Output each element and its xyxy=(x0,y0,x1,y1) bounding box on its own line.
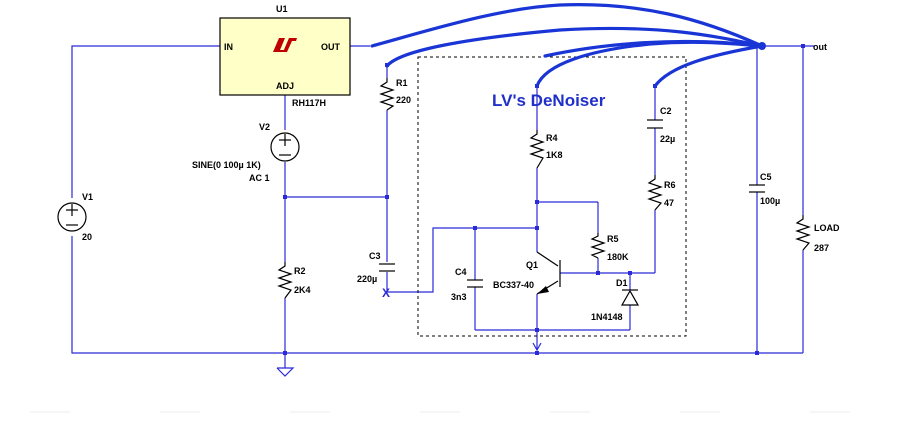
source-v1: V1 20 xyxy=(57,192,93,242)
v2-value2: AC 1 xyxy=(249,173,270,183)
diode-d1: D1 1N4148 xyxy=(591,278,640,322)
denoiser-title: LV's DeNoiser xyxy=(492,91,606,110)
u1-part: RH117H xyxy=(292,98,326,108)
c4-value: 3n3 xyxy=(451,292,467,302)
resistor-r4: R4 1K8 xyxy=(529,130,563,169)
v1-value: 20 xyxy=(82,232,92,242)
u1-pin-adj: ADJ xyxy=(276,81,294,91)
c3-value: 220µ xyxy=(357,274,377,284)
load-value: 287 xyxy=(814,243,829,253)
source-v2: V2 SINE(0 100µ 1K) AC 1 xyxy=(192,122,300,183)
r2-ref: R2 xyxy=(294,266,306,276)
u1-ref: U1 xyxy=(276,4,288,14)
q1-value: BC337-40 xyxy=(493,280,534,290)
r6-value: 47 xyxy=(664,198,674,208)
r5-value: 180K xyxy=(607,252,629,262)
out-label: out xyxy=(813,42,827,52)
denoiser-box xyxy=(417,56,687,337)
ground-symbol xyxy=(276,367,295,377)
d1-ref: D1 xyxy=(616,278,628,288)
resistor-r2: R2 2K4 xyxy=(277,262,311,299)
v2-value1: SINE(0 100µ 1K) xyxy=(192,160,261,170)
r6-ref: R6 xyxy=(664,180,676,190)
r2-value: 2K4 xyxy=(294,285,311,295)
u1-pin-in: IN xyxy=(224,42,233,52)
c4-ref: C4 xyxy=(455,267,467,277)
resistor-r1: R1 220 xyxy=(379,78,411,111)
regulator-u1: U1 IN OUT ADJ RH117H xyxy=(219,4,351,108)
c2-value: 22µ xyxy=(660,134,675,144)
c3-x-marker: X xyxy=(382,286,390,300)
wires xyxy=(71,45,815,368)
capacitor-c2: C2 22µ xyxy=(647,106,675,144)
resistor-load: LOAD 287 xyxy=(795,215,840,253)
resistor-r6: R6 47 xyxy=(647,175,676,211)
v2-ref: V2 xyxy=(259,122,270,132)
transistor-q1: Q1 BC337-40 xyxy=(493,251,561,295)
r4-ref: R4 xyxy=(546,133,558,143)
r1-value: 220 xyxy=(396,95,411,105)
u1-pin-out: OUT xyxy=(321,42,341,52)
resistor-r5: R5 180K xyxy=(590,233,629,262)
capacitor-c3: C3 220µ X xyxy=(357,251,395,300)
c2-ref: C2 xyxy=(660,106,672,116)
load-ref: LOAD xyxy=(814,223,840,233)
c5-ref: C5 xyxy=(760,172,772,182)
capacitor-c4: C4 3n3 xyxy=(451,267,483,302)
lt-logo xyxy=(273,38,297,52)
r1-ref: R1 xyxy=(396,78,408,88)
c5-value: 100µ xyxy=(760,196,780,206)
r5-ref: R5 xyxy=(607,234,619,244)
d1-value: 1N4148 xyxy=(591,312,623,322)
q1-ref: Q1 xyxy=(526,260,538,270)
capacitor-c5: C5 100µ xyxy=(749,172,780,206)
hand-drawn-connections xyxy=(370,3,766,88)
r4-value: 1K8 xyxy=(546,150,563,160)
ground-marker xyxy=(532,342,542,352)
c3-ref: C3 xyxy=(369,251,381,261)
v1-ref: V1 xyxy=(82,192,93,202)
